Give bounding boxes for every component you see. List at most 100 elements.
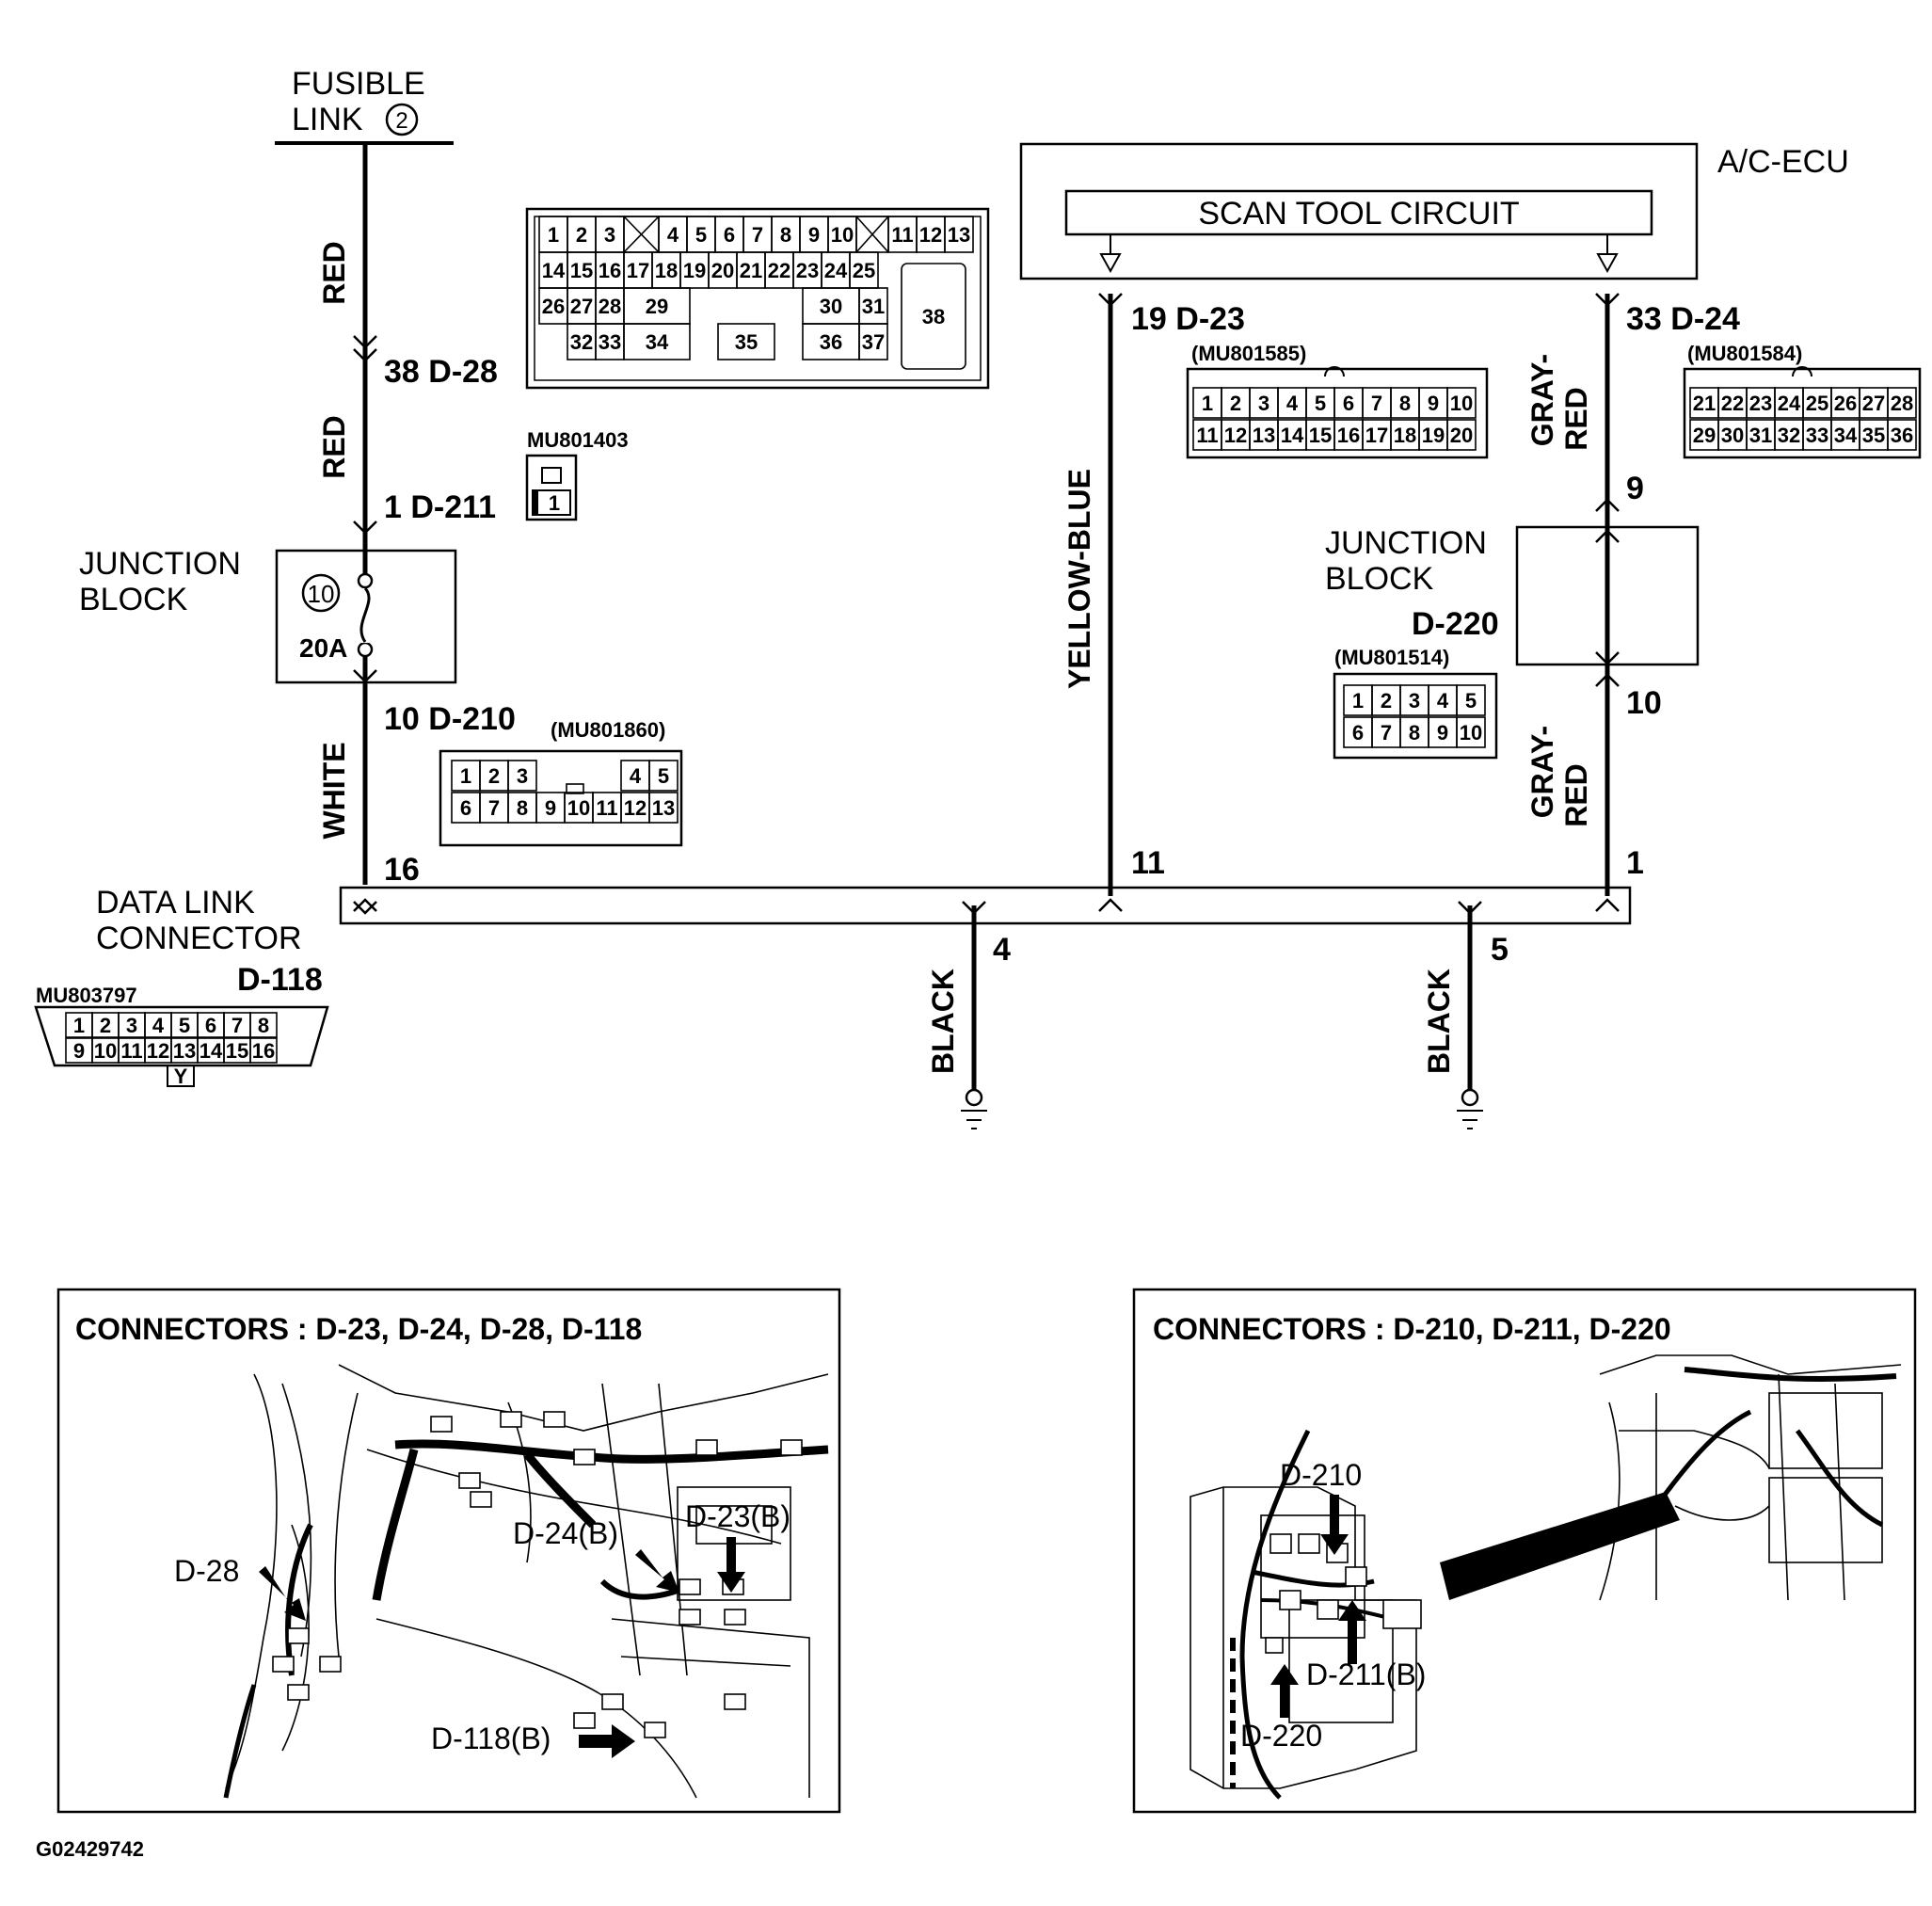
d24-pin-33: 33 [1806,424,1828,447]
inset-right-connectors [1265,1533,1422,1654]
d210-pin-11: 11 [596,796,617,820]
d210-pin-4: 4 [630,764,642,788]
d210-pin-12: 12 [624,796,647,820]
connector-d211: 1 [525,454,578,521]
d118-pin-4: 4 [152,1014,165,1037]
inset-left-harness [394,1439,829,1464]
d28-pin-24: 24 [824,259,848,282]
d24-pin-32: 32 [1778,424,1800,447]
d220-pin-1: 1 [1352,689,1364,713]
d118-pin-14: 14 [200,1039,223,1063]
d210-pin-8: 8 [517,796,528,820]
inset-right-zoom-beam [1440,1492,1680,1600]
wire-color-red-top: RED [317,241,351,305]
d220-pin-6: 6 [1352,721,1364,745]
d28-pin-9: 9 [808,223,820,247]
part-number-d220: (MU801514) [1334,646,1449,669]
pin-label-d23: 19 D-23 [1131,301,1245,337]
wire-color-gray-red-top: GRAY- [1525,354,1559,446]
d23-pin-1: 1 [1202,392,1213,415]
fusible-link-number-circle [385,103,419,136]
d23-pin-20: 20 [1450,424,1473,447]
d210-pin-10: 10 [567,796,590,820]
data-link-connector-bar [339,886,1632,925]
d28-pin-25: 25 [853,259,875,282]
d28-pin-18: 18 [655,259,678,282]
fuse-number: 10 [308,580,335,608]
d23-pin-6: 6 [1343,392,1354,415]
wire-color-black-left: BLACK [926,969,960,1074]
inset-label-d24: D-24(B) [513,1516,618,1550]
d24-pin-26: 26 [1834,392,1857,415]
d23-pin-17: 17 [1365,424,1388,447]
d24-pin-35: 35 [1862,424,1885,447]
d210-pin-13: 13 [652,796,675,820]
dlc-label-2: CONNECTOR [96,921,302,956]
d118-pin-7: 7 [232,1014,243,1037]
d28-pin-13: 13 [948,223,970,247]
d118-pin-1: 1 [73,1014,85,1037]
fuse-number-circle [301,573,341,613]
inset-label-d210: D-210 [1280,1458,1362,1492]
d23-pin-4: 4 [1286,392,1299,415]
d28-pin-7: 7 [752,223,763,247]
d28-pin-29: 29 [646,295,668,318]
d28-pin-8: 8 [780,223,791,247]
d28-pin-38: 38 [922,305,945,328]
d118-pin-11: 11 [120,1039,142,1063]
arrow-d28-icon [259,1566,306,1621]
d210-pin-2: 2 [488,764,500,788]
d210-pin-6: 6 [460,796,471,820]
dlc-connector-id: D-118 [237,962,323,998]
d220-pin-8: 8 [1409,721,1420,745]
d118-pin-13: 13 [173,1039,196,1063]
pin-label-dlc16: 16 [384,852,420,888]
arrow-d211-icon [1338,1600,1366,1664]
d28-pin-1: 1 [548,223,559,247]
d28-pin-6: 6 [724,223,735,247]
pin-label-dlc4: 4 [993,932,1011,968]
part-number-d211: MU801403 [527,428,629,452]
d220-pin-7: 7 [1381,721,1392,745]
d28-pin-37: 37 [862,330,885,354]
pin-label-d24: 33 D-24 [1626,301,1740,337]
d28-pin-19: 19 [683,259,706,282]
junction-block-left [275,549,457,684]
wire-color-red-mid: RED [317,415,351,479]
d210-pin-3: 3 [517,764,528,788]
d23-pin-2: 2 [1230,392,1241,415]
d211-connector-symbol [353,521,377,535]
d24-pin-25: 25 [1806,392,1828,415]
wire-color-gray-red-top-2: RED [1559,387,1593,451]
d28-pin-20: 20 [711,259,734,282]
d118-pin-8: 8 [258,1014,269,1037]
d220-pin-10: 10 [1460,721,1482,745]
d210-pin-7: 7 [488,796,500,820]
d24-pin-23: 23 [1749,392,1772,415]
d220-pin-3: 3 [1409,689,1420,713]
d220-pin-9: 9 [1437,721,1448,745]
d23-pin-5: 5 [1315,392,1326,415]
d23-pin-15: 15 [1309,424,1332,447]
d220-pin-2: 2 [1381,689,1392,713]
pin-label-d211: 1 D-211 [384,489,496,525]
d23-pin-14: 14 [1281,424,1304,447]
inset-label-d220: D-220 [1240,1719,1322,1753]
d23-pin-10: 10 [1450,392,1473,415]
ground-icon-right [1461,1088,1479,1107]
part-number-d23: (MU801585) [1191,342,1306,365]
d24-pin-29: 29 [1693,424,1716,447]
fusible-link-label: FUSIBLE [292,66,425,102]
d23-pin-7: 7 [1371,392,1382,415]
d28-pin-28: 28 [599,295,621,318]
fuse-amp: 20A [299,633,347,663]
d28-pin-12: 12 [919,223,942,247]
fuse-terminal-bottom [357,641,374,658]
ac-ecu-box [1019,142,1699,280]
wire-color-white: WHITE [317,742,351,839]
